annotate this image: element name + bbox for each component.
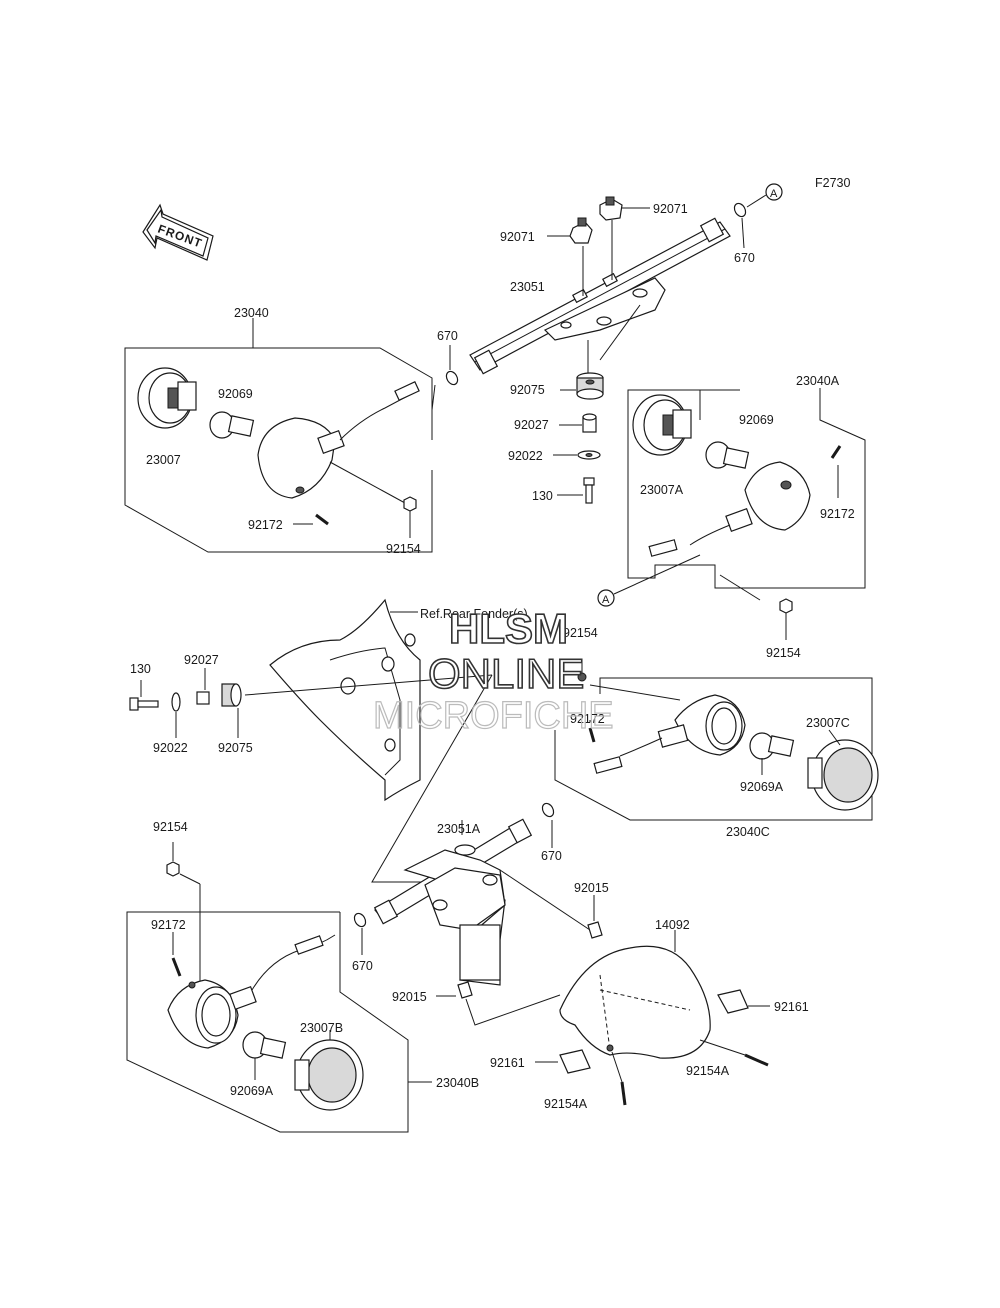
turn-signal-housing-23040B xyxy=(167,934,336,1049)
label-92172-a: 92172 xyxy=(248,518,283,532)
label-92015-a: 92015 xyxy=(574,881,609,895)
ref-marker-a-top: A xyxy=(765,183,783,201)
label-92154-b: 92154 xyxy=(563,626,598,640)
bulb-92069A-left xyxy=(242,1031,287,1059)
bulb-92069A-right xyxy=(749,732,795,760)
screw-92172-b xyxy=(830,445,842,459)
rubber-damper-92075 xyxy=(576,372,604,400)
lamp-lens-23007B xyxy=(294,1039,364,1111)
screw-92172-d xyxy=(171,957,182,977)
watermark-line-2: ONLINE xyxy=(428,650,584,697)
label-92154-d: 92154 xyxy=(153,820,188,834)
label-14092: 14092 xyxy=(655,918,690,932)
washer-92022 xyxy=(577,450,601,460)
ref-marker-a-text: A xyxy=(770,188,778,200)
label-92075-a: 92075 xyxy=(510,383,545,397)
bulb-92069-right xyxy=(705,441,750,469)
label-92015-b: 92015 xyxy=(392,990,427,1004)
o-ring-670-c xyxy=(541,802,555,818)
bracket-23051A xyxy=(373,818,533,986)
label-23040A: 23040A xyxy=(796,374,840,388)
bolt-130-left xyxy=(129,697,159,711)
label-92069-b: 92069 xyxy=(739,413,774,427)
bolt-130-top xyxy=(583,477,595,504)
turn-signal-housing-23040 xyxy=(257,381,420,499)
collar-92015-b xyxy=(457,981,473,999)
rubber-damper-92075-left xyxy=(221,683,242,707)
clip-92161-b xyxy=(559,1049,591,1074)
label-23007: 23007 xyxy=(146,453,181,467)
ref-note: Ref.Rear Fender(s) xyxy=(420,607,528,621)
washer-92022-left xyxy=(171,692,181,712)
label-92022-a: 92022 xyxy=(508,449,543,463)
screw-92172-c xyxy=(588,727,596,743)
collar-92015-a xyxy=(587,921,603,939)
label-130-b: 130 xyxy=(130,662,151,676)
lamp-lens-23007 xyxy=(137,367,197,429)
lamp-lens-23007C xyxy=(807,739,879,811)
label-92071-b: 92071 xyxy=(653,202,688,216)
o-ring-670-left xyxy=(445,370,459,386)
cover-14092 xyxy=(559,945,711,1059)
label-92172-b: 92172 xyxy=(820,507,855,521)
screw-92172-a xyxy=(315,513,329,526)
nut-92154-a xyxy=(403,496,417,512)
part-labels: 92071 92071 670 23051 23040 670 92069 23… xyxy=(130,202,855,1111)
label-92075-b: 92075 xyxy=(218,741,253,755)
label-23007B: 23007B xyxy=(300,1021,343,1035)
handlebar-bracket-23051 xyxy=(469,217,731,375)
label-92154A-a: 92154A xyxy=(686,1064,730,1078)
o-ring-670-d xyxy=(353,912,367,928)
bulb-92069 xyxy=(209,411,255,439)
label-23040B: 23040B xyxy=(436,1076,479,1090)
label-92022-b: 92022 xyxy=(153,741,188,755)
label-92154A-b: 92154A xyxy=(544,1097,588,1111)
label-92071-a: 92071 xyxy=(500,230,535,244)
ref-marker-a-mid: A xyxy=(597,589,615,607)
nut-92154-b xyxy=(779,598,793,614)
label-670-c: 670 xyxy=(541,849,562,863)
label-92069A-a: 92069A xyxy=(740,780,784,794)
label-92172-c: 92172 xyxy=(570,712,605,726)
screw-92154A-b xyxy=(620,1081,627,1106)
label-670-d: 670 xyxy=(352,959,373,973)
front-arrow-icon: FRONT xyxy=(142,203,214,261)
watermark-line-1: HLSM xyxy=(449,605,568,652)
label-92069A-b: 92069A xyxy=(230,1084,274,1098)
grommet-92071-right xyxy=(599,196,623,221)
label-23040: 23040 xyxy=(234,306,269,320)
turn-signal-housing-23040C xyxy=(593,694,746,774)
label-92161-a: 92161 xyxy=(774,1000,809,1014)
watermark: HLSM ONLINE MICROFICHE xyxy=(372,604,614,737)
label-23007A: 23007A xyxy=(640,483,684,497)
ref-marker-a-text-2: A xyxy=(602,594,610,606)
label-670-a: 670 xyxy=(734,251,755,265)
figure-code: F2730 xyxy=(815,176,850,190)
collar-92027 xyxy=(582,413,597,433)
label-92027-b: 92027 xyxy=(184,653,219,667)
label-92172-d: 92172 xyxy=(151,918,186,932)
label-23051A: 23051A xyxy=(437,822,481,836)
o-ring-670-top xyxy=(733,202,747,218)
lamp-lens-23007A xyxy=(632,394,692,456)
watermark-line-3: MICROFICHE xyxy=(373,695,614,737)
rear-fender-ref xyxy=(269,598,421,802)
label-130-a: 130 xyxy=(532,489,553,503)
label-92154-c: 92154 xyxy=(766,646,801,660)
screw-92154A-a xyxy=(744,1053,769,1067)
nut-92154-d xyxy=(166,861,180,877)
label-670-b: 670 xyxy=(437,329,458,343)
label-92069-a: 92069 xyxy=(218,387,253,401)
clip-92161-a xyxy=(717,989,749,1014)
label-92027-a: 92027 xyxy=(514,418,549,432)
label-23007C: 23007C xyxy=(806,716,850,730)
turn-signal-housing-23040A xyxy=(648,461,811,557)
collar-92027-left xyxy=(196,691,210,705)
label-92161-b: 92161 xyxy=(490,1056,525,1070)
label-23040C: 23040C xyxy=(726,825,770,839)
grommet-92071-left xyxy=(569,217,593,244)
label-92154-a: 92154 xyxy=(386,542,421,556)
label-23051: 23051 xyxy=(510,280,545,294)
